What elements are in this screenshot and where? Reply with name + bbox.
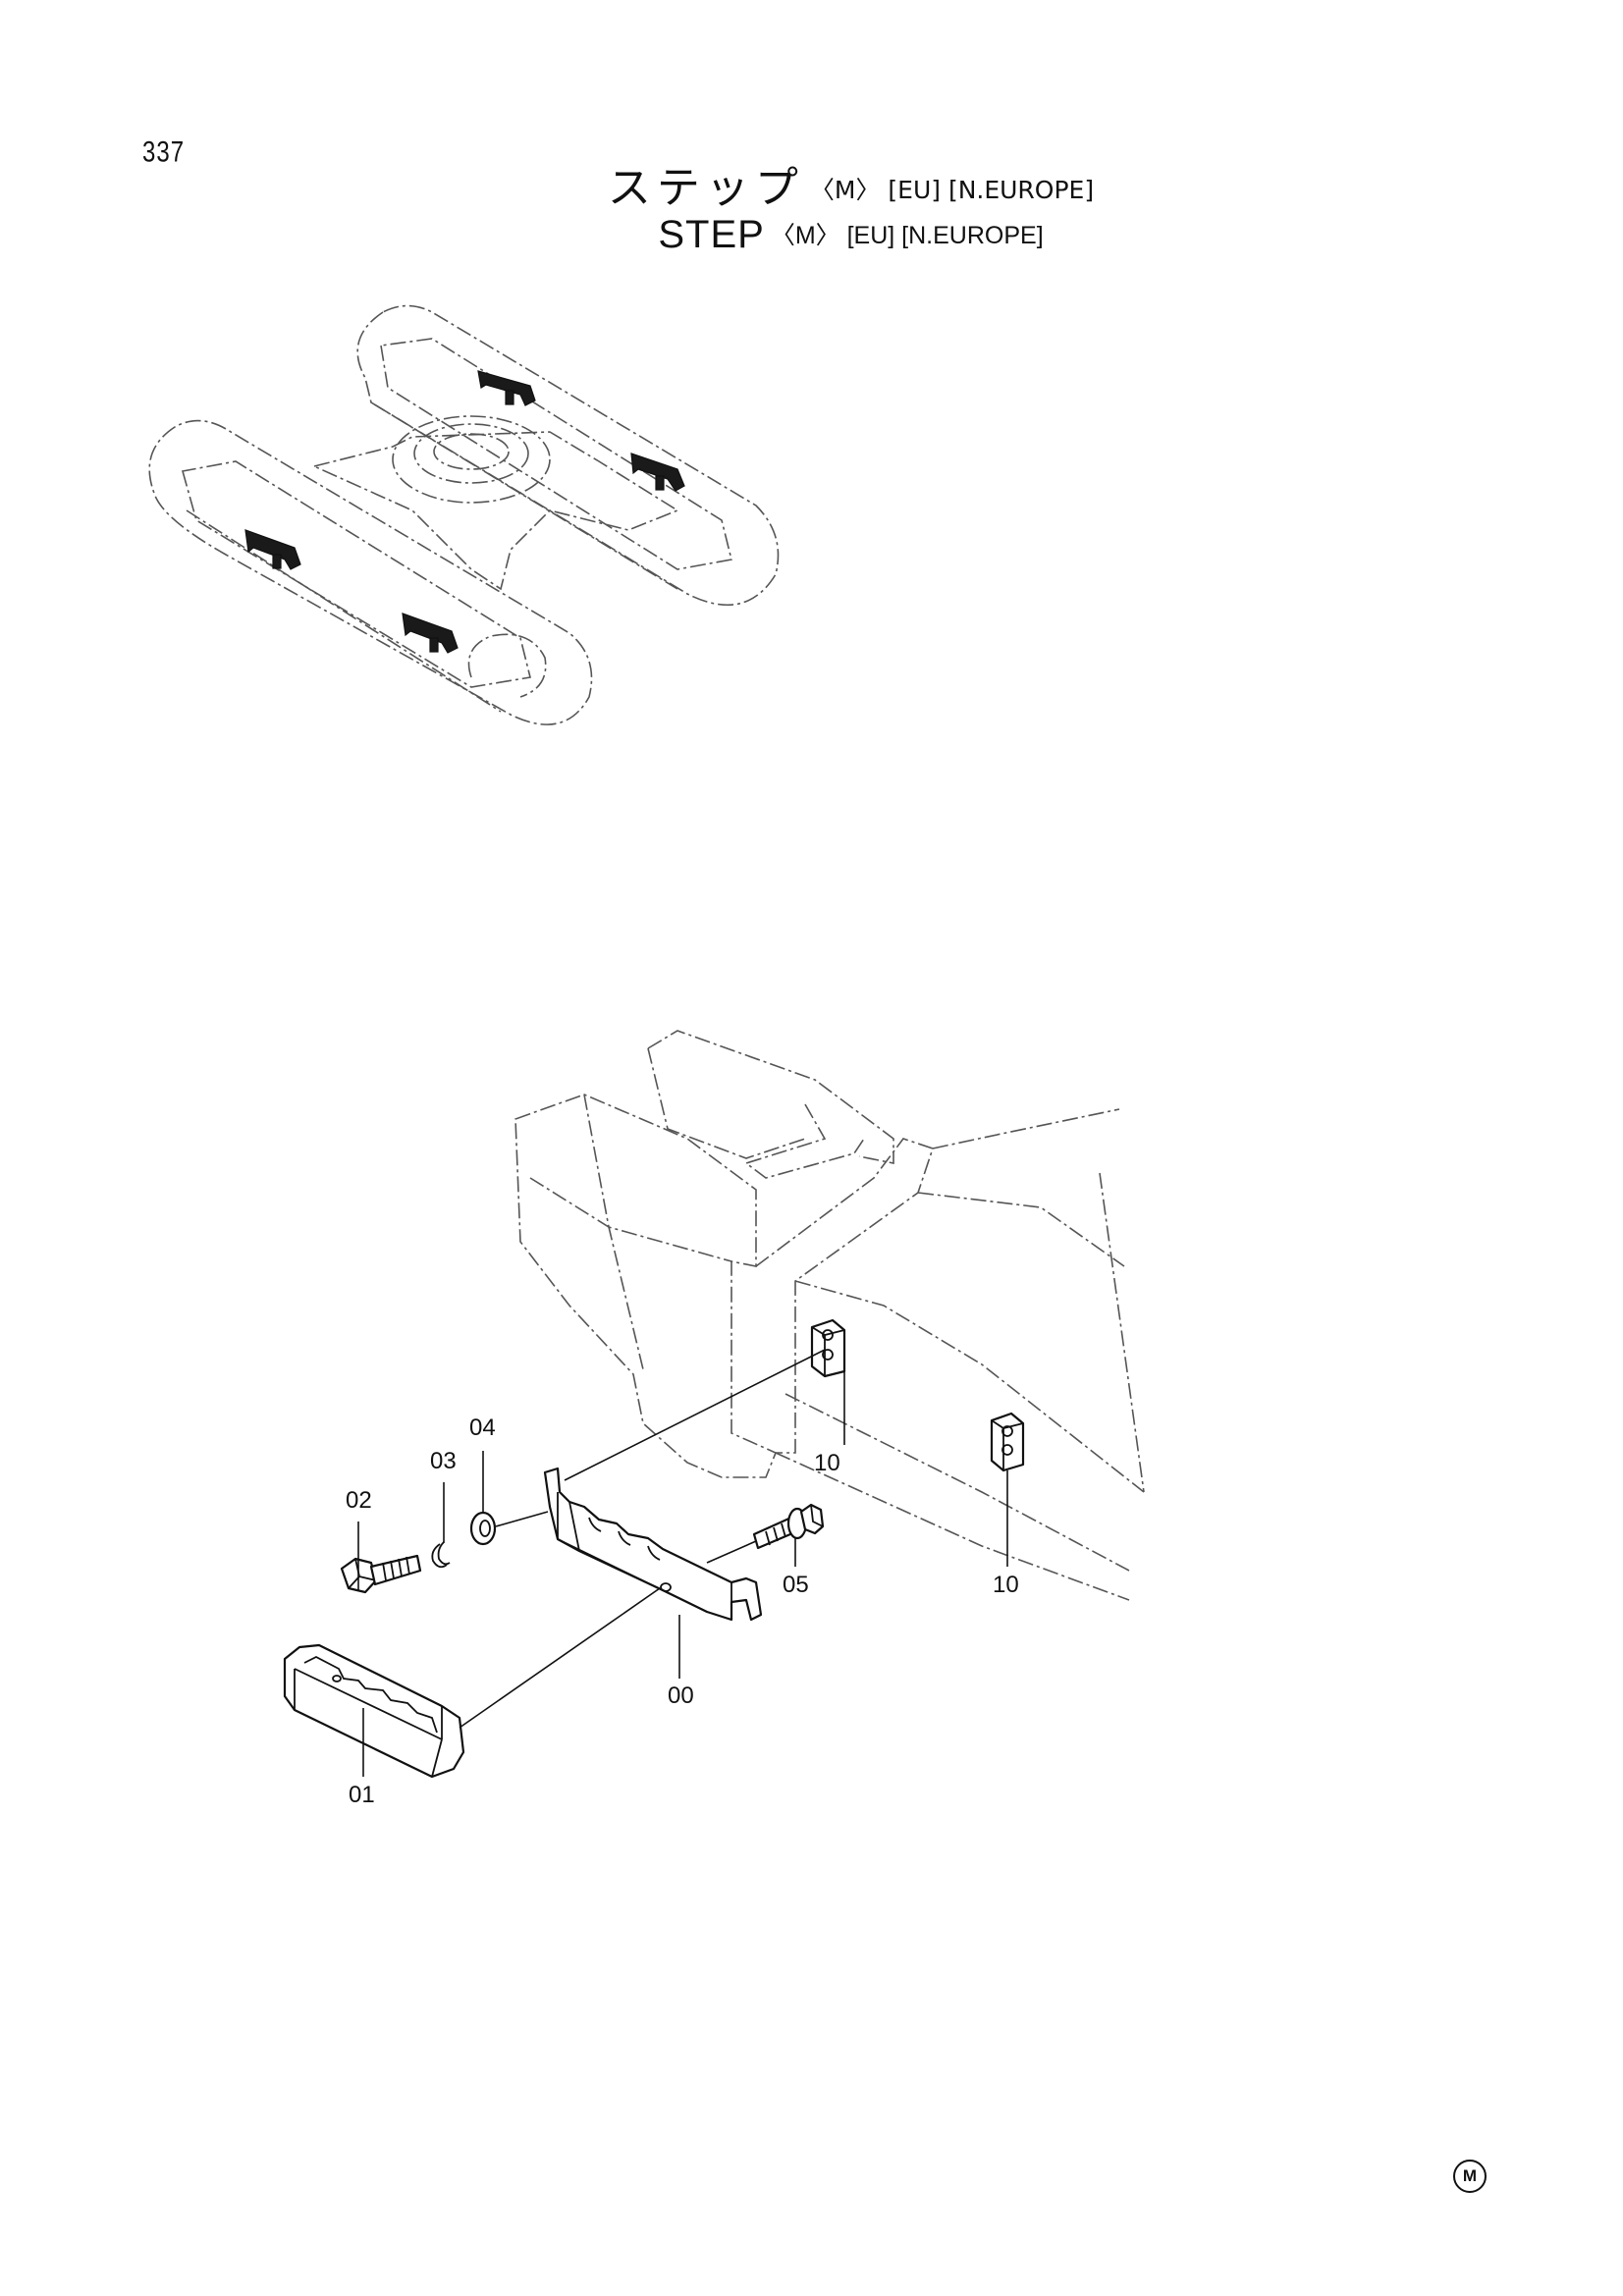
callout-04: 04 [469, 1415, 496, 1441]
front-track-outline [148, 419, 593, 725]
step-highlight-4 [402, 613, 459, 654]
callout-10-upper: 10 [814, 1450, 840, 1476]
frame-box-crease [529, 1177, 732, 1262]
swing-bearing-inner [433, 433, 510, 470]
front-track-inner [181, 460, 531, 688]
frame-box-edge [583, 1094, 644, 1370]
title-japanese: ステップ〈M〉 [EU] [N.EUROPE] [39, 152, 1623, 215]
frame-box-face [514, 1094, 778, 1478]
assembly-leaders [357, 1349, 1008, 1777]
frame-rail-bottom [775, 1452, 1130, 1601]
swing-bearing-mid [413, 423, 529, 484]
title-english-qualifier: 〈M〉 [EU] [N.EUROPE] [770, 222, 1044, 249]
rear-track-lower [370, 401, 678, 590]
step-highlight-1 [477, 370, 536, 406]
frame-rail-upper [917, 1192, 1125, 1267]
frame-rail-top [932, 1108, 1120, 1149]
part-03-spring-washer [431, 1541, 451, 1569]
step-highlight-2 [630, 453, 685, 492]
frame-top-lip [647, 1047, 806, 1159]
title-english: STEP〈M〉 [EU] [N.EUROPE] [39, 213, 1623, 257]
front-track-idler [467, 633, 547, 698]
undercarriage-overview [148, 304, 780, 725]
frame-top-guard [647, 1030, 894, 1164]
frame-rail-mid [794, 1280, 1145, 1493]
callout-02: 02 [346, 1487, 372, 1514]
part-10-upper-plate [810, 1318, 846, 1378]
track-frame-detail [514, 1030, 1145, 1601]
swing-bearing-outer [392, 415, 551, 504]
rear-track-inner [380, 338, 732, 570]
callout-01: 01 [349, 1782, 375, 1808]
callout-05: 05 [783, 1572, 809, 1598]
frame-band [755, 1138, 935, 1454]
page-number: 337 [142, 135, 186, 169]
title-english-text: STEP [658, 213, 765, 256]
frame-rail-lower [784, 1393, 1130, 1572]
model-mark-badge: M [1453, 2160, 1487, 2193]
frame-v-notch [744, 1103, 865, 1179]
title-japanese-qualifier: 〈M〉 [EU] [N.EUROPE] [809, 176, 1095, 204]
part-04-washer [469, 1511, 497, 1546]
callout-00: 00 [668, 1682, 694, 1709]
rear-track-outline [356, 304, 780, 607]
step-highlight-3 [244, 529, 301, 570]
frame-rail-end [1099, 1172, 1145, 1493]
callout-03: 03 [430, 1448, 457, 1474]
front-track-lower [186, 509, 502, 713]
part-05-flange-bolt [752, 1503, 825, 1550]
part-02-bolt [340, 1554, 422, 1594]
title-japanese-text: ステップ [607, 163, 804, 213]
callout-10-lower: 10 [993, 1572, 1019, 1598]
part-01-step [283, 1643, 465, 1779]
part-00-bracket [543, 1467, 763, 1622]
part-10-lower-plate [990, 1412, 1025, 1472]
